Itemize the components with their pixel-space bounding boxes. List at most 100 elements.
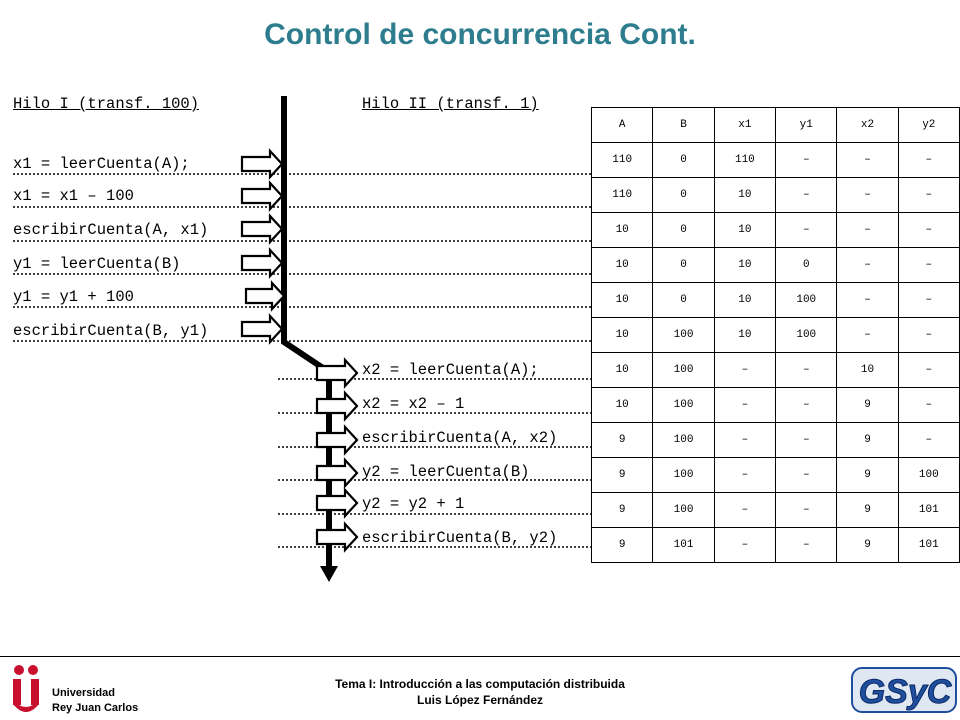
- thread1-line: y1 = y1 + 100: [13, 288, 134, 306]
- table-cell: 10: [590, 352, 654, 388]
- table-cell: 0: [652, 282, 715, 318]
- thread2-line: y2 = y2 + 1: [362, 495, 465, 513]
- urjc-emblem-icon: [13, 665, 39, 712]
- table-cell: –: [775, 457, 838, 493]
- timeline-arrowhead: [320, 566, 338, 582]
- dotted-leaders-thread1: [13, 173, 592, 342]
- table-cell: 9: [590, 492, 654, 528]
- thread2-line: escribirCuenta(B, y2): [362, 529, 558, 547]
- table-cell: 10: [590, 212, 654, 248]
- footer-topic: Tema I: Introducción a las computación d…: [335, 677, 625, 691]
- table-cell: 10: [836, 352, 899, 388]
- table-cell: 100: [652, 422, 715, 458]
- thread2-line: x2 = leerCuenta(A);: [362, 361, 539, 379]
- table-cell: –: [897, 142, 960, 178]
- table-cell: –: [897, 422, 960, 458]
- table-cell: –: [836, 177, 899, 213]
- table-cell: –: [713, 457, 777, 493]
- table-cell: 110: [590, 177, 654, 213]
- table-cell: –: [775, 387, 838, 423]
- table-cell: 110: [713, 142, 777, 178]
- table-cell: 9: [836, 527, 899, 563]
- table-cell: –: [713, 492, 777, 528]
- table-cell: 100: [652, 352, 715, 388]
- gsyc-logo: GSyC: [851, 667, 957, 713]
- table-cell: 101: [897, 527, 960, 563]
- gsyc-wordmark: GSyC: [859, 673, 952, 711]
- table-cell: 10: [590, 247, 654, 283]
- table-cell: –: [775, 177, 838, 213]
- table-cell: 0: [652, 247, 715, 283]
- table-cell: 10: [590, 282, 654, 318]
- table-header-cell: y2: [897, 107, 960, 143]
- table-cell: –: [713, 387, 777, 423]
- table-cell: –: [713, 352, 777, 388]
- table-cell: 9: [590, 457, 654, 493]
- table-cell: –: [775, 142, 838, 178]
- urjc-logo: Universidad Rey Juan Carlos: [13, 665, 138, 714]
- table-cell: 110: [590, 142, 654, 178]
- table-cell: 10: [590, 387, 654, 423]
- table-cell: 100: [652, 387, 715, 423]
- table-cell: 9: [836, 387, 899, 423]
- table-cell: 100: [652, 492, 715, 528]
- table-cell: 100: [652, 317, 715, 353]
- table-cell: 9: [590, 422, 654, 458]
- table-cell: 100: [897, 457, 960, 493]
- table-cell: 101: [897, 492, 960, 528]
- thread1-line: escribirCuenta(A, x1): [13, 221, 209, 239]
- thread1-line: escribirCuenta(B, y1): [13, 322, 209, 340]
- table-cell: –: [836, 247, 899, 283]
- slide-title: Control de concurrencia Cont.: [264, 18, 696, 51]
- table-cell: –: [836, 212, 899, 248]
- thread1-line: x1 = x1 – 100: [13, 187, 134, 205]
- thread1-header: Hilo I (transf. 100): [13, 95, 200, 113]
- table-cell: 0: [652, 212, 715, 248]
- table-cell: 9: [590, 527, 654, 563]
- table-cell: 9: [836, 492, 899, 528]
- table-cell: –: [836, 317, 899, 353]
- table-cell: –: [897, 317, 960, 353]
- table-cell: –: [897, 282, 960, 318]
- table-cell: 101: [652, 527, 715, 563]
- table-cell: 0: [652, 142, 715, 178]
- thread1-line: x1 = leerCuenta(A);: [13, 155, 190, 173]
- table-cell: –: [713, 422, 777, 458]
- university-name-line2: Rey Juan Carlos: [52, 702, 138, 714]
- table-cell: 10: [713, 177, 777, 213]
- table-cell: –: [775, 422, 838, 458]
- table-cell: –: [897, 247, 960, 283]
- thread2-line: y2 = leerCuenta(B): [362, 463, 530, 481]
- table-header-cell: B: [652, 107, 715, 143]
- table-cell: –: [836, 142, 899, 178]
- table-cell: 100: [775, 282, 838, 318]
- thread2-line: x2 = x2 – 1: [362, 395, 465, 413]
- step-arrows-thread1: [240, 148, 286, 345]
- table-header-cell: x2: [836, 107, 899, 143]
- table-cell: 10: [713, 282, 777, 318]
- table-cell: 0: [652, 177, 715, 213]
- table-cell: –: [713, 527, 777, 563]
- table-cell: 0: [775, 247, 838, 283]
- table-cell: 9: [836, 457, 899, 493]
- table-cell: –: [775, 527, 838, 563]
- table-cell: –: [897, 387, 960, 423]
- table-cell: –: [897, 177, 960, 213]
- table-cell: 100: [775, 317, 838, 353]
- table-cell: 10: [713, 247, 777, 283]
- table-cell: –: [897, 352, 960, 388]
